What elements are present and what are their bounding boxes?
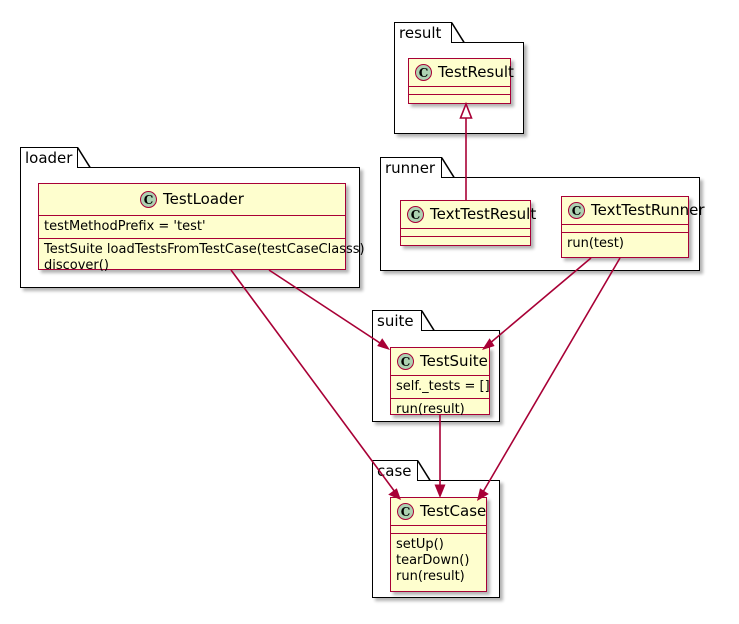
class-TestCase-header: C TestCase (391, 498, 486, 525)
class-TestCase-attributes (391, 526, 486, 533)
attribute-row: testMethodPrefix = 'test' (44, 219, 206, 234)
class-TestResult[interactable]: C TestResult (408, 58, 514, 104)
class-TestSuite-name: TestSuite (420, 352, 488, 370)
class-TestSuite-header: C TestSuite (391, 348, 489, 375)
package-case-tab: case (372, 460, 418, 481)
class-icon: C (568, 202, 585, 219)
divider (391, 533, 486, 534)
method-row: run(result) (396, 402, 465, 417)
divider (409, 86, 510, 87)
class-TestLoader-attributes: testMethodPrefix = 'test' (39, 216, 345, 238)
class-TextTestResult-header: C TextTestResult (401, 201, 536, 228)
divider (562, 224, 688, 225)
class-TextTestRunner[interactable]: C TextTestRunner run(test) (561, 196, 705, 258)
method-row: run(test) (567, 236, 624, 251)
class-icon: C (407, 206, 424, 223)
divider (562, 232, 688, 233)
class-TestResult-methods (409, 95, 510, 102)
package-runner-tab-slant (441, 157, 455, 178)
class-TestResult-attributes (409, 87, 510, 94)
package-loader-label: loader (25, 148, 73, 167)
class-TextTestRunner-header: C TextTestRunner (562, 197, 705, 224)
class-TestResult-header: C TestResult (409, 59, 514, 86)
class-TextTestResult-name: TextTestResult (430, 205, 537, 223)
class-icon: C (397, 353, 414, 370)
package-runner-label: runner (385, 158, 436, 177)
method-row: tearDown() (396, 553, 470, 568)
class-TextTestRunner-methods: run(test) (562, 233, 688, 255)
class-TestSuite-methods: run(result) (391, 399, 489, 421)
class-TestLoader-header: C TestLoader (39, 184, 345, 215)
package-case-tab-slant (417, 460, 431, 481)
class-icon: C (415, 64, 432, 81)
class-TestCase[interactable]: C TestCase setUp() tearDown() run(result… (390, 497, 487, 592)
method-row: TestSuite loadTestsFromTestCase(testCase… (44, 242, 365, 257)
class-TextTestRunner-name: TextTestRunner (591, 201, 705, 219)
class-TextTestResult[interactable]: C TextTestResult (400, 200, 536, 246)
class-icon: C (140, 191, 158, 208)
divider (39, 238, 345, 239)
divider (401, 228, 530, 229)
package-suite-label: suite (377, 311, 414, 330)
method-row: setUp() (396, 537, 444, 552)
method-row: discover() (44, 258, 109, 273)
class-TestLoader[interactable]: C TestLoader testMethodPrefix = 'test' T… (38, 183, 365, 273)
class-TestSuite[interactable]: C TestSuite self._tests = [] run(result) (390, 347, 490, 417)
divider (391, 525, 486, 526)
class-TestLoader-methods: TestSuite loadTestsFromTestCase(testCase… (39, 239, 365, 277)
package-loader-tab-slant (77, 147, 91, 168)
class-TextTestRunner-attributes (562, 225, 688, 232)
package-result-label: result (399, 23, 442, 42)
method-row: run(result) (396, 569, 465, 584)
class-TestCase-name: TestCase (420, 502, 487, 520)
divider (401, 236, 530, 237)
divider (391, 398, 489, 399)
class-icon: C (397, 503, 414, 520)
divider (409, 94, 510, 95)
class-TestResult-name: TestResult (438, 63, 514, 81)
class-TextTestResult-attributes (401, 229, 530, 236)
package-case-label: case (377, 461, 412, 480)
package-loader-tab: loader (20, 147, 78, 168)
package-suite-tab-slant (421, 310, 435, 331)
package-result-tab: result (394, 22, 452, 43)
package-result-tab-slant (451, 22, 465, 43)
divider (39, 215, 345, 216)
attribute-row: self._tests = [] (396, 379, 490, 394)
class-TextTestResult-methods (401, 237, 530, 244)
class-TestLoader-name: TestLoader (163, 190, 244, 208)
class-TestSuite-attributes: self._tests = [] (391, 376, 490, 398)
divider (391, 375, 489, 376)
package-suite-tab: suite (372, 310, 422, 331)
class-TestCase-methods: setUp() tearDown() run(result) (391, 534, 486, 588)
package-runner-tab: runner (380, 157, 442, 178)
